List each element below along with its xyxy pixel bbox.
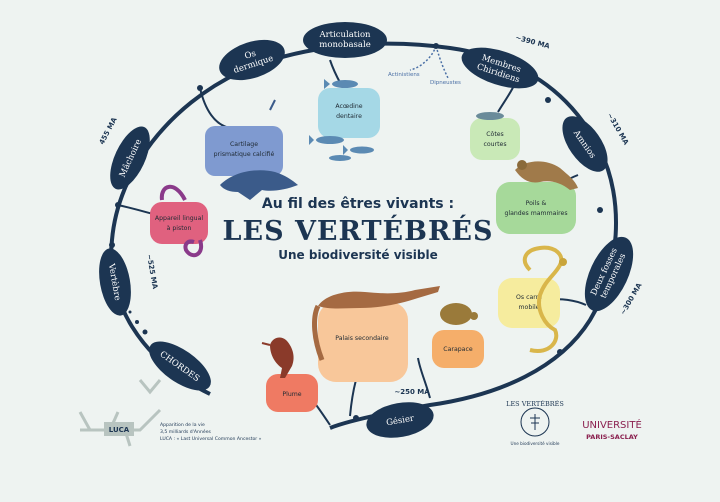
svg-text:glandes mammaires: glandes mammaires [504,210,567,217]
svg-text:Plume: Plume [282,391,301,398]
snake-illustration [522,245,564,353]
title-line3: Une biodiversité visible [278,248,437,262]
bubble-appareil: Appareil lingual à piston [150,202,208,244]
ring-nodes [109,43,603,421]
actinistiens-label: Actinistiens [388,72,420,78]
svg-text:Os carré: Os carré [516,293,542,301]
svg-text:UNIVERSITÉ: UNIVERSITÉ [582,418,642,431]
date-390: ~390 MA [514,34,551,51]
svg-text:prismatique calcifié: prismatique calcifié [214,150,275,158]
leaf-fosses: Deux fosses temporales [584,236,634,312]
bubble-actinotriches: Acœdine dentaire [318,88,380,138]
dipneustes-label: Dipneustes [430,80,461,86]
svg-text:Os: Os [244,49,258,62]
title-line1: Au fil des êtres vivants : [262,196,454,212]
bubble-palais: Palais secondaire [318,302,408,382]
fish-icon [309,79,374,161]
svg-text:à piston: à piston [167,224,192,232]
crocodile-illustration [318,286,440,309]
bubble-poils: Poils & glandes mammaires [496,182,576,234]
bubble-os-carre: Os carré mobile [498,278,560,328]
svg-text:monobasale: monobasale [319,40,370,50]
salamander-icon [476,112,504,120]
luca-tree [78,379,162,447]
date-455: 455 MA [98,116,119,146]
leaf-amnios: Amnios [562,116,608,172]
leaf-vertebre: Vertèbre [99,248,131,316]
bubble-plume: Plume [266,374,318,412]
svg-text:dentaire: dentaire [336,113,362,120]
title-line2: LES VERTÉBRÉS [223,214,494,247]
university-logo: UNIVERSITÉ PARIS-SACLAY [582,418,642,441]
bubble-cotes: Côtes courtes [470,118,520,160]
svg-text:mobile: mobile [519,304,540,311]
svg-text:LES VERTÉBRÉS: LES VERTÉBRÉS [506,399,564,408]
date-525: ~525 MA [145,254,159,291]
otter-illustration [515,161,578,190]
ray-illustration [220,170,298,200]
svg-text:Gésier: Gésier [385,412,415,428]
bubble-carapace: Carapace [432,330,484,368]
svg-text:Palais secondaire: Palais secondaire [335,335,389,342]
bird-beak [261,342,271,346]
svg-text:Une biodiversité visible: Une biodiversité visible [511,441,560,446]
snake-head [559,258,567,266]
luca-box [104,422,134,436]
leaf-articulation: Articulation monobasale [303,22,387,58]
luca-note1: Apparition de la vie [160,422,205,428]
otter-head [517,160,527,170]
leaf-gesier: Gésier [366,402,434,438]
vertebres-logo: LES VERTÉBRÉS Une biodiversité visible [506,399,564,446]
svg-text:Cartilage: Cartilage [230,141,258,148]
luca-label: LUCA [109,426,130,434]
lamprey-illustration [159,184,204,258]
svg-text:Articulation: Articulation [318,30,371,40]
svg-text:PARIS-SACLAY: PARIS-SACLAY [586,433,638,441]
leaf-membres: Membres Chiridiens [461,47,539,89]
turtle-icon [440,303,472,325]
leaf-os-dermique: Os dermique [219,39,285,81]
date-250: ~250 MA [394,388,430,396]
bird-illustration [270,337,294,378]
svg-text:courtes: courtes [483,141,506,148]
svg-text:Poils &: Poils & [526,200,547,207]
dotted-branches [409,45,449,79]
date-310: ~310 MA [605,112,630,147]
svg-text:Carapace: Carapace [443,346,473,353]
crocodile-tail [312,304,325,361]
luca-note2: 3,5 milliards d'Années [160,428,212,435]
svg-text:Côtes: Côtes [486,130,504,138]
svg-text:Acœdine: Acœdine [335,103,362,110]
luca-note3: LUCA : « Last Universal Common Ancestor … [160,436,262,442]
ray-tail [269,99,276,111]
turtle-head [470,312,478,320]
svg-text:Appareil lingual: Appareil lingual [155,215,203,222]
